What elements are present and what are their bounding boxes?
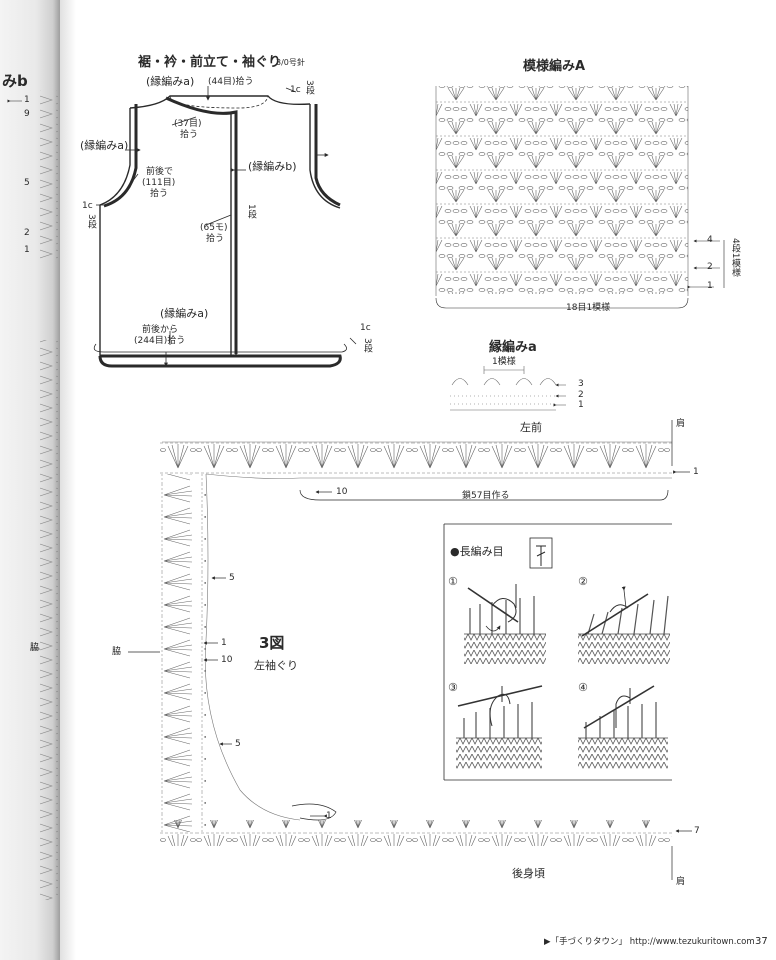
gutter-shadow	[60, 0, 76, 960]
pick-37-label: (37目)	[174, 119, 202, 129]
pick-37-label-b: 拾う	[180, 130, 199, 140]
left-row-2: 2	[24, 228, 30, 238]
figure-caption: 左袖ぐり	[254, 659, 298, 672]
needle-size: 3/0号針	[276, 58, 305, 67]
edging-a-row3: 3	[578, 379, 584, 389]
step-1-label: ①	[448, 575, 458, 588]
edging-a-title: 縁編みa	[489, 340, 537, 355]
left-side-label: 脇	[30, 643, 40, 653]
edging-a-row2: 2	[578, 390, 584, 400]
schematic-title: 裾・衿・前立て・袖ぐり	[138, 55, 282, 70]
left-row-5: 5	[24, 178, 30, 188]
armhole-row10-left: 10	[221, 655, 233, 665]
edging-a-caption: 左前	[520, 421, 542, 434]
front-back-111-c: 拾う	[150, 189, 169, 199]
pattern-a-repeat: 4段1模様	[730, 238, 740, 277]
step-3-label: ③	[448, 681, 458, 694]
pattern-a-title: 模様編みA	[523, 59, 586, 74]
left-row-1: 1	[24, 95, 30, 105]
armhole-row1-left: 1	[221, 638, 227, 648]
shoulder-top-label: 肩	[676, 419, 686, 429]
footer-url: ▶「手づくりタウン」 http://www.tezukuritown.com	[544, 937, 755, 947]
from-fb-label-a: 前後から	[142, 325, 179, 335]
armhole-row10-arrow: 10	[336, 487, 348, 497]
front-back-111-a: 前後で	[146, 167, 174, 177]
rows3-right-label: 3段	[362, 338, 372, 353]
edging-a-left-label: (縁編みa)	[80, 139, 129, 152]
rows3-left-label: 3段	[86, 214, 96, 229]
step-2-label: ②	[578, 575, 588, 588]
pick-44-label: (44目)拾う	[208, 77, 254, 87]
pattern-a-row2: 2	[707, 262, 713, 272]
edging-a-row1: 1	[578, 400, 584, 410]
chain-57-label: 鎖57目作る	[462, 491, 510, 501]
armhole-side-label: 脇	[112, 647, 122, 657]
step-4-label: ④	[578, 681, 588, 694]
front-back-111-b: (111目)	[142, 178, 176, 188]
pick-65-label-a: (65モ)	[200, 223, 228, 233]
armhole-row1-bottom: 1	[326, 811, 332, 821]
stitch-guide-title: ●長編み目	[450, 545, 504, 558]
pattern-a-row1: 1	[707, 281, 713, 291]
rows3-top-label: 3段	[304, 80, 314, 95]
figure-number: 3図	[259, 634, 285, 652]
armhole-row5-a: 5	[229, 573, 235, 583]
c1-top-label: 1c	[290, 85, 301, 95]
pick-65-label-b: 拾う	[206, 234, 225, 244]
c1-left-label: 1c	[82, 201, 93, 211]
back-body-label: 後身頃	[512, 867, 545, 880]
edging-a-top-label: (縁編みa)	[146, 75, 195, 88]
from-fb-label-b: (244目)拾う	[134, 336, 186, 346]
pattern-a-row4: 4	[707, 235, 713, 245]
armhole-row7: 7	[694, 826, 700, 836]
armhole-row5-b: 5	[235, 739, 241, 749]
row1-label: 1段	[246, 204, 256, 219]
edging-a-bottom-label: (縁編みa)	[160, 307, 209, 320]
left-row-1b: 1	[24, 245, 30, 255]
armhole-row1-right: 1	[693, 467, 699, 477]
edging-a-repeat: 1模様	[492, 357, 516, 367]
left-row-9: 9	[24, 109, 30, 119]
pattern-a-stitch-repeat: 18目1模様	[566, 303, 611, 313]
shoulder-bottom-label: 肩	[676, 877, 686, 887]
c1-right-label: 1c	[360, 323, 371, 333]
edging-b-label: (縁編みb)	[248, 160, 297, 173]
page-number: 37	[755, 936, 768, 947]
left-page-title: みb	[2, 72, 28, 90]
